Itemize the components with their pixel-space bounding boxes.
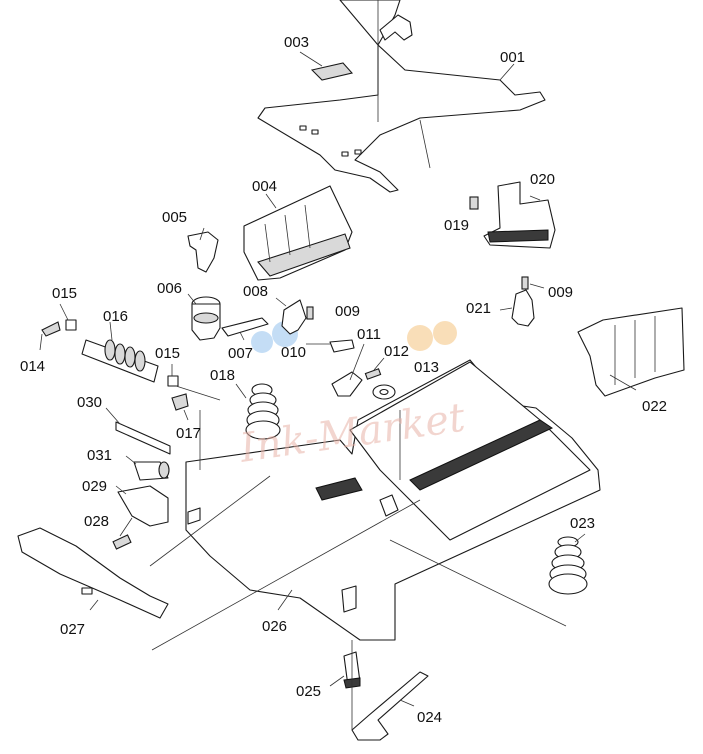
part-014-spring [41,321,61,337]
part-004-side-guide [243,185,353,281]
part-030-bar [115,421,171,455]
part-007-pad [221,317,269,337]
part-015-collar-b [167,375,179,387]
part-labels: 001 003 004 005 006 007 008 009 009 010 … [20,34,667,726]
label-018: 018 [210,367,235,384]
part-027-front-cover [17,527,169,619]
part-009-spring-a [306,306,314,320]
part-029-holder [117,485,169,527]
label-006: 006 [157,280,182,297]
label-005: 005 [162,209,187,226]
part-005-bracket [187,231,219,273]
label-009-b: 009 [548,284,573,301]
part-013-washer [372,384,396,400]
label-028: 028 [84,513,109,530]
label-019: 019 [444,217,469,234]
label-026: 026 [262,618,287,635]
leader-lines [39,0,637,730]
label-023: 023 [570,515,595,532]
label-027: 027 [60,621,85,638]
label-031: 031 [87,447,112,464]
part-006-gear [191,296,221,341]
label-014: 014 [20,358,45,375]
part-009-spring-b [521,276,529,290]
label-003: 003 [284,34,309,51]
label-004: 004 [252,178,277,195]
part-008-latch [281,299,307,335]
label-008: 008 [243,283,268,300]
label-009-a: 009 [335,303,360,320]
label-021: 021 [466,300,491,317]
label-016: 016 [103,308,128,325]
label-017: 017 [176,425,201,442]
part-017-spring [171,393,189,411]
part-021-lock [511,289,535,327]
label-010: 010 [281,344,306,361]
label-007: 007 [228,345,253,362]
label-013: 013 [414,359,439,376]
part-010-pin [329,339,355,353]
label-029: 029 [82,478,107,495]
part-020-bracket [483,181,556,249]
label-030: 030 [77,394,102,411]
part-019-spring [469,196,479,210]
label-015-b: 015 [155,345,180,362]
part-026-tray-body [185,359,601,641]
label-001: 001 [500,49,525,66]
part-016-roller-shaft [81,339,159,383]
part-024-lever [351,671,429,741]
label-020: 020 [530,171,555,188]
part-011-latch-plate [331,371,363,397]
part-001-cover-plate [257,0,546,193]
part-023-coil-spring [548,536,588,595]
label-015-a: 015 [52,285,77,302]
part-028-spring [112,534,132,550]
label-024: 024 [417,709,442,726]
label-022: 022 [642,398,667,415]
label-011: 011 [357,326,381,343]
part-018-coil-spring [245,383,281,440]
label-012: 012 [384,343,409,360]
part-022-rear-guide [577,307,685,397]
part-015-collar-a [65,319,77,331]
part-012-spring [364,368,382,380]
part-031-roller [133,461,170,481]
label-025: 025 [296,683,321,700]
